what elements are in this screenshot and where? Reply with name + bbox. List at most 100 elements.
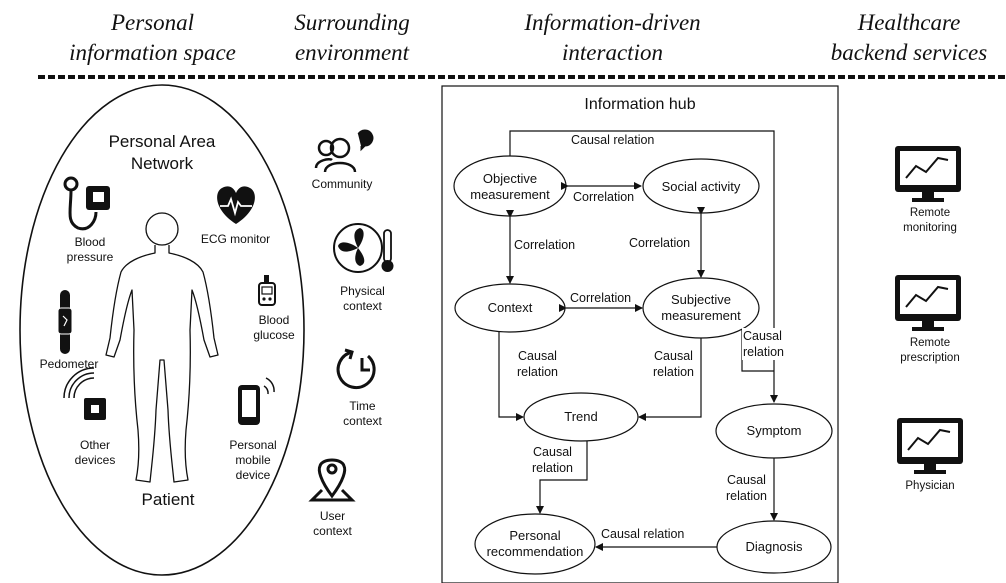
edge-line: Causal relation [601,527,685,541]
hub-edges [498,130,778,551]
diagnosis-text: Diagnosis [724,539,824,555]
edge-line: Causal relation [571,133,655,147]
blood-pressure-label: Blood pressure [55,235,125,265]
edge-label-causal-trend: Causal relation [531,444,574,476]
physical-context-label: Physical context [325,284,400,314]
edge-label-corr-left: Correlation [513,237,576,253]
header-surrounding-environment: Surrounding environment [272,8,432,68]
edge-causal-subj [638,338,702,421]
edge-label-causal-subj: Causal relation [652,348,695,380]
label-line: Community [311,177,373,191]
edge-line: Correlation [514,238,576,252]
label-line: prescription [900,352,960,364]
edge-line: Causal [727,473,766,487]
edge-label-causal-diag: Causal relation [600,526,685,542]
pedometer-band-icon [57,290,73,354]
label-line: Blood [74,235,106,249]
patient-label: Patient [118,489,218,511]
label-line: Time [349,399,376,413]
objective-measurement-text: Objective measurement [455,171,565,203]
label-line: Physician [905,480,955,492]
edge-causal-top [509,130,778,403]
label-line: Blood [258,313,290,327]
other-devices-label: Other devices [60,438,130,468]
community-label: Community [302,177,382,192]
edge-label-causal-top: Causal relation [570,132,656,148]
edge-line: Causal [743,329,782,343]
edge-label-causal-symptom: Causal relation [725,472,768,504]
ecg-heart-icon [217,186,255,224]
node-line: Diagnosis [745,539,803,554]
label-line: context [343,299,382,313]
node-line: Trend [564,409,598,424]
information-hub-box [441,85,839,583]
edge-label-corr-mid: Correlation [569,290,632,306]
community-icon [314,129,374,173]
node-line: Social activity [661,179,741,194]
header-line: environment [294,40,410,65]
blood-glucose-meter-icon [258,275,276,306]
edge-line: Correlation [629,236,691,250]
remote-monitoring-monitor-icon [895,146,961,202]
node-line: Personal [509,528,561,543]
header-personal-information-space: Personal information space [40,8,265,68]
information-hub-title: Information hub [540,94,740,116]
header-line: Information-driven [524,10,701,35]
pan-title-line: Personal Area [108,132,216,151]
label-line: ECG monitor [200,232,271,246]
personal-area-network-ellipse [19,84,305,576]
symptom-text: Symptom [724,423,824,439]
edge-line: relation [726,489,767,503]
label-line: Pedometer [39,357,99,371]
label-line: User [319,509,346,523]
edge-label-causal-subj-symptom: Causal relation [742,328,785,360]
ecg-monitor-label: ECG monitor [183,232,288,247]
header-line: Healthcare [857,10,961,35]
user-context-label: User context [295,509,370,539]
header-information-driven-interaction: Information-driven interaction [475,8,750,68]
time-context-label: Time context [325,399,400,429]
label-line: glucose [253,328,295,342]
edge-causal-context [498,332,524,421]
location-pin-icon [308,458,356,502]
label-line: context [343,414,382,428]
hub-title-text: Information hub [584,96,696,113]
edge-line: relation [517,365,558,379]
edge-line: relation [532,461,573,475]
label-line: Physical [340,284,385,298]
clock-icon [336,348,376,389]
edge-causal-trend [536,441,588,514]
label-line: Other [79,438,110,452]
edge-line: Causal [654,349,693,363]
header-line: information space [69,40,236,65]
pan-title-line: Network [130,154,194,173]
subjective-measurement-text: Subjective measurement [646,292,756,324]
edge-label-causal-context: Causal relation [516,348,559,380]
header-healthcare-backend-services: Healthcare backend services [812,8,1006,68]
edge-line: relation [743,345,784,359]
personal-recommendation-text: Personal recommendation [476,528,594,560]
node-line: Symptom [746,423,802,438]
header-line: Personal [110,10,195,35]
header-line: Surrounding [294,10,410,35]
label-line: pressure [66,250,114,264]
label-line: devices [74,453,116,467]
node-line: measurement [470,187,550,202]
node-line: Context [487,300,533,315]
pan-title: Personal Area Network [82,131,242,175]
blood-glucose-label: Blood glucose [244,313,304,343]
label-line: mobile [235,453,271,467]
header-line: interaction [562,40,663,65]
edge-line: Correlation [570,291,632,305]
edge-line: relation [653,365,694,379]
header-separator [38,75,1006,79]
header-line: backend services [830,40,988,65]
edge-label-corr-obj-social: Correlation [572,189,636,205]
patient-body-icon [105,212,219,483]
label-line: Remote [909,337,951,349]
trend-text: Trend [531,409,631,425]
remote-monitoring-label: Remote monitoring [880,206,980,236]
remote-prescription-label: Remote prescription [880,336,980,366]
pedometer-label: Pedometer [29,357,109,372]
